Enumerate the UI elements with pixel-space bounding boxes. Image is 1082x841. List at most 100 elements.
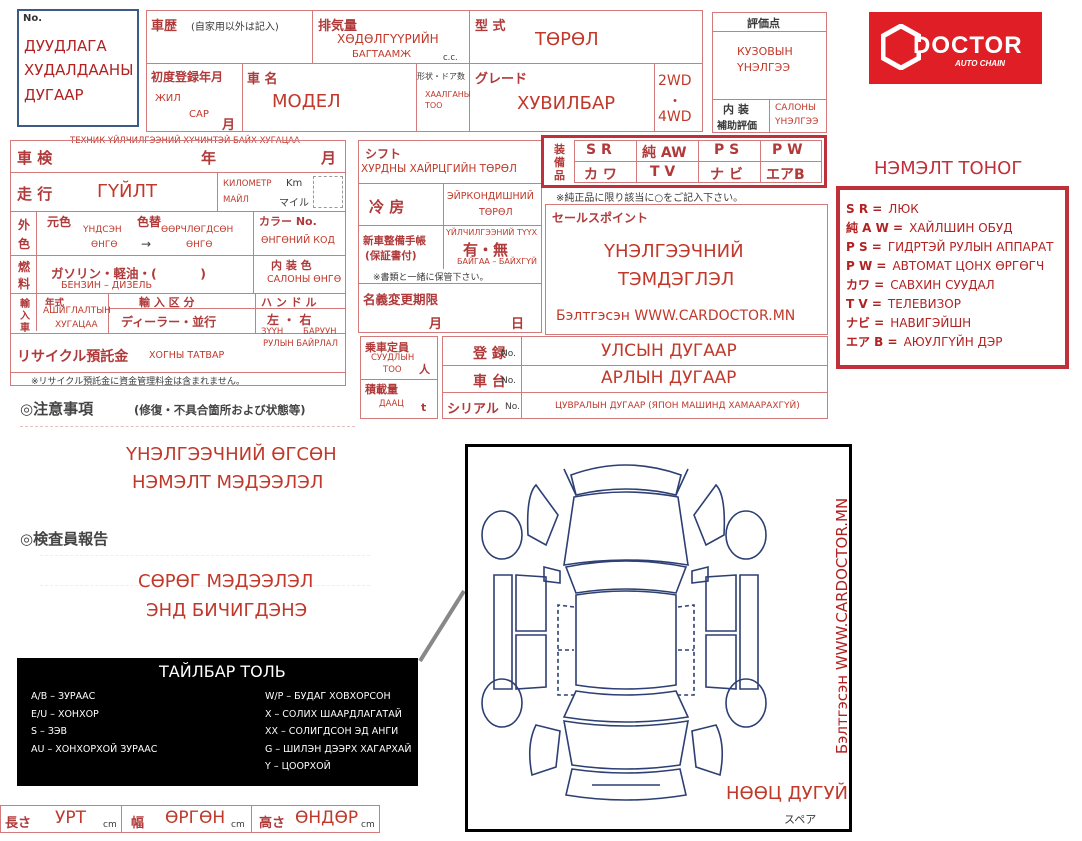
length-mn: УРТ xyxy=(55,808,86,828)
color-code-jp: カラー No. xyxy=(259,215,317,228)
import-handle-mn-left: ЗҮҮН xyxy=(261,327,284,337)
exhaust-mn2: БАГТААМЖ xyxy=(352,49,411,60)
sales-point-mn-1: ҮНЭЛГЭЭЧНИЙ xyxy=(604,241,744,262)
extras-title: НЭМЭЛТ ТОНОГ xyxy=(874,158,1023,179)
extras-item-text: АВТОМАТ ЦОНХ ӨРГӨГЧ xyxy=(892,259,1045,273)
tech-note: ТЕХНИК ҮЙЛЧИЛГЭЭНИЙ ХҮЧИНТЭЙ БАЙХ ХУГАЦА… xyxy=(70,136,300,146)
warranty-mn2: БАЙГАА – БАЙХГҮЙ xyxy=(457,257,538,266)
fuel-jp: ガソリン・軽油・( ) xyxy=(51,266,206,281)
glossary-item: E/U – ХОНХОР xyxy=(31,708,99,720)
wheel-front-left-icon xyxy=(481,510,523,560)
import-dealer-jp: ディーラー・並行 xyxy=(121,315,217,329)
inspector-mn-2: ЭНД БИЧИГДЭНЭ xyxy=(146,600,308,621)
import-handle-lr: 左 ・ 右 xyxy=(267,313,312,327)
drive-2wd: 2WD xyxy=(658,73,692,89)
serial-no: No. xyxy=(505,402,520,412)
extras-item-text: ХАЙЛШИН ОБУД xyxy=(909,221,1013,235)
shift-mn: ХУРДНЫ ХАЙРЦГИЙН ТӨРӨЛ xyxy=(361,163,517,175)
capacity-jp: 乗車定員 xyxy=(365,341,409,354)
height-mn: ӨНДӨР xyxy=(295,808,359,828)
import-side-1: 輸 xyxy=(20,299,30,310)
notes-title: ◎注意事項 xyxy=(20,400,94,418)
extras-item: T V =ТЕЛЕВИЗОР xyxy=(846,295,1071,314)
first-reg-label: 初度登録年月 xyxy=(151,70,224,84)
drive-4wd: 4WD xyxy=(658,109,692,125)
recycle-label: リサイクル預託金 xyxy=(17,349,129,365)
inspection-label: 車 検 xyxy=(17,149,53,167)
length-unit: cm xyxy=(103,820,117,830)
chassis-mn: АРЛЫН ДУГААР xyxy=(601,368,737,388)
glossary-item: W/P – БУДАГ ХОВХОРСОН xyxy=(265,691,391,702)
car-name-mn: МОДЕЛ xyxy=(272,91,341,112)
equip-side-1: 装 xyxy=(554,143,565,156)
chassis-jp: 車 台 xyxy=(473,374,506,390)
ac-mn-2: ТӨРӨЛ xyxy=(479,207,513,218)
capacity-mn-1: СУУДЛЫН xyxy=(371,353,415,363)
extras-item-text: ТЕЛЕВИЗОР xyxy=(887,297,961,311)
rating-body-1: КУЗОВЫН xyxy=(737,45,793,58)
km-mn: КИЛОМЕТР xyxy=(223,179,272,189)
logo: DOCTOR AUTO CHAIN xyxy=(869,12,1042,84)
interior-mn-2: ҮНЭЛГЭЭ xyxy=(775,117,819,127)
rating-body-2: ҮНЭЛГЭЭ xyxy=(737,61,791,74)
import-year-jp: 年式 xyxy=(45,298,65,309)
glossary-item: A/B – ЗУРААС xyxy=(31,691,96,702)
import-side-3: 車 xyxy=(20,323,30,334)
exhaust-unit: c.c. xyxy=(443,53,458,63)
notes-mn-1: ҮНЭЛГЭЭЧНИЙ ӨГСӨН xyxy=(126,444,337,465)
car-diagram-icon xyxy=(493,464,759,801)
extras-item-code: ナビ = xyxy=(846,316,885,330)
color-arrow: → xyxy=(141,237,152,251)
glossary-item: AU – ХОНХОРХОЙ ЗУРААС xyxy=(31,743,158,755)
equip-aw: 純 AW xyxy=(642,145,687,161)
mileage-label: 走 行 xyxy=(17,185,53,203)
warranty-label-2: (保証書付) xyxy=(365,250,417,262)
extras-item-text: САВХИН СУУДАЛ xyxy=(890,278,995,292)
equip-kawa: カ ワ xyxy=(584,167,617,183)
logo-mark-icon xyxy=(881,24,921,70)
color-change-jp: 色替 xyxy=(137,215,162,229)
glossary-item: X – СОЛИХ ШААРДЛАГАТАЙ xyxy=(265,708,402,720)
extras-item: カワ = САВХИН СУУДАЛ xyxy=(846,276,1071,295)
extras-item-code: P S = xyxy=(846,240,882,254)
inspection-month: 月 xyxy=(321,149,337,167)
extras-item: P S =ГИДРТЭЙ РУЛЫН АППАРАТ xyxy=(846,238,1071,257)
shift-label: シフト xyxy=(365,147,402,161)
glossary-item: XX – СОЛИГДСОН ЭД АНГИ xyxy=(265,726,399,737)
equip-side-3: 品 xyxy=(554,169,565,182)
equipment-box: 装 備 品 S R 純 AW P S P W カ ワ T V ナ ビ エアB xyxy=(541,135,827,188)
exhaust-label: 排気量 xyxy=(318,19,358,34)
inspector-title: ◎検査員報告 xyxy=(20,530,109,548)
warranty-value: 有・無 xyxy=(463,241,509,259)
import-handle-jp: ハ ン ド ル xyxy=(261,296,317,309)
warranty-label-1: 新車整備手帳 xyxy=(363,235,426,247)
interior-jp-1: 内 装 xyxy=(723,103,749,116)
rating-box: 評価点 КУЗОВЫН ҮНЭЛГЭЭ 内 装 補助評価 САЛОНЫ ҮНЭЛ… xyxy=(712,12,827,133)
equip-side-2: 備 xyxy=(554,156,565,169)
number-label: No. xyxy=(23,13,43,24)
glossary-connector xyxy=(418,589,466,663)
equip-pw: P W xyxy=(772,142,803,158)
km-unit: Km xyxy=(286,178,303,189)
doors-jp: 形状・ドア数 xyxy=(417,72,465,81)
middle-form: シフト ХУРДНЫ ХАЙРЦГИЙН ТӨРӨЛ 冷 房 ЭЙРКОНДИШ… xyxy=(358,140,542,333)
dimensions-bar: 長さ УРТ cm 幅 ӨРГӨН cm 高さ ӨНДӨР cm xyxy=(0,805,380,833)
glossary-item: G – ШИЛЭН ДЭЭРХ ХАГАРХАЙ xyxy=(265,743,412,755)
width-mn: ӨРГӨН xyxy=(165,808,226,828)
wheel-front-right-icon xyxy=(725,510,767,560)
name-change-label: 名義変更期限 xyxy=(363,292,439,307)
rating-label: 評価点 xyxy=(747,17,780,30)
month-jp: 月 xyxy=(222,118,236,133)
equip-airbag: エアB xyxy=(766,167,805,183)
exhaust-mn: ХӨДӨЛГҮҮРИЙН xyxy=(337,32,439,46)
height-unit: cm xyxy=(361,820,375,830)
plates-box: 登 録 No. УЛСЫН ДУГААР 車 台 No. АРЛЫН ДУГАА… xyxy=(442,336,828,419)
mile-mn: МАЙЛ xyxy=(223,195,249,205)
sales-point-box: セールスポイント ҮНЭЛГЭЭЧНИЙ ТЭМДЭГЛЭЛ Бэлтгэсэн… xyxy=(545,204,828,335)
extras-item-code: カワ = xyxy=(846,278,885,292)
color-side-1: 外 xyxy=(18,218,31,232)
serial-mn: ЦУВРАЛЫН ДУГААР (ЯПОН МАШИНД ХАМААРАХГҮЙ… xyxy=(555,401,800,411)
name-change-day: 日 xyxy=(511,317,525,332)
car-diagram-box: Бэлтгэсэн WWW.CARDOCTOR.MN НӨӨЦ ДУГУЙ スペ… xyxy=(465,444,852,832)
